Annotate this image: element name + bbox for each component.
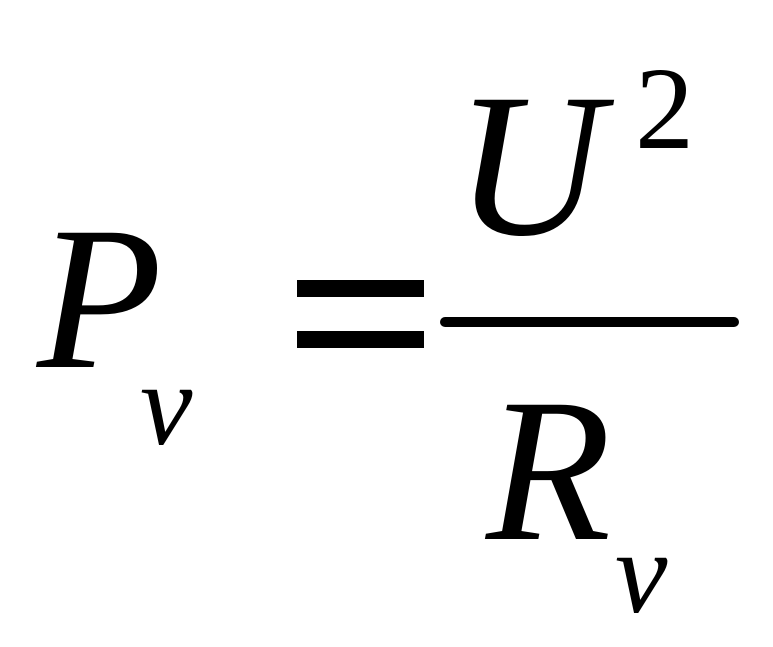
resistance-symbol: R: [486, 357, 612, 584]
voltage-exponent: 2: [635, 43, 694, 174]
fraction-bar: [440, 317, 739, 327]
equals-sign-top-bar: [297, 280, 424, 297]
power-symbol: P: [37, 185, 163, 412]
equals-sign-bottom-bar: [297, 331, 424, 348]
resistance-subscript: v: [615, 507, 668, 638]
power-subscript: v: [140, 339, 193, 470]
voltage-symbol: U: [455, 52, 604, 279]
